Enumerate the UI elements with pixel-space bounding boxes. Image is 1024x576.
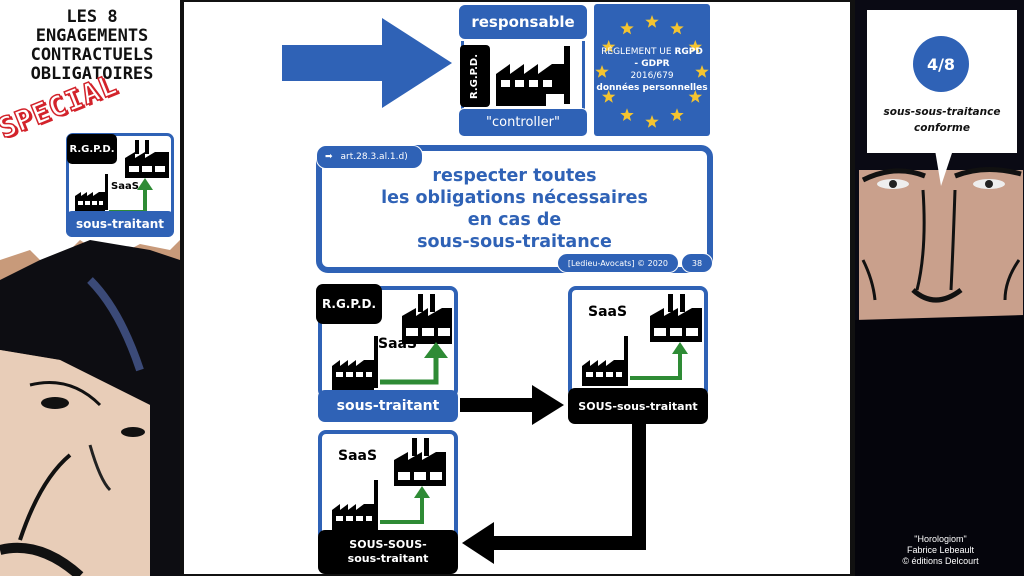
responsable-card: R.G.P.D. responsable "controller" [458,4,588,137]
factory-icon [496,46,570,106]
eu-star-icon [670,108,684,121]
eu-stars-icon [595,15,709,128]
sous-sous-traitant-label: SOUS-sous-traitant [568,388,708,424]
factory-saas-icon [582,294,702,386]
copyright-footer: [Ledieu-Avocats] © 2020 [556,253,679,273]
factory-saas-icon [332,438,446,530]
eu-star-icon [695,65,709,78]
arrow-right-icon: ➡ [325,152,333,162]
right-comic-panel: 4/8 sous-sous-traitance conforme "Horolo… [853,0,1024,576]
step-badge: 4/8 [913,36,969,92]
comic-character-illustration [0,240,180,576]
bubble-text: sous-sous-traitance conforme [883,106,1001,134]
page-number: 38 [681,253,713,273]
sous-sous-traitant-node: SaaS SOUS-sous-traitant [568,286,708,424]
left-comic-panel: LES 8 ENGAGEMENTS CONTRACTUELS OBLIGATOI… [0,0,183,576]
responsable-title: responsable [458,4,588,40]
arrow-right-icon [282,18,452,108]
sous-traitant-mini-card: R.G.P.D. SaaS sous-traitant [66,133,174,237]
eu-star-icon [602,90,616,103]
article-reference: ➡ art.28.3.al.1.d) [316,145,423,169]
eu-star-icon [645,15,659,28]
eu-star-icon [688,90,702,103]
series-title: LES 8 ENGAGEMENTS CONTRACTUELS OBLIGATOI… [30,7,154,84]
flow-arrows [460,385,646,564]
obligation-text: respecter toutes les obligations nécessa… [381,166,648,252]
sous-sous-sous-traitant-node: SaaS SOUS-SOUS- sous-traitant [318,430,458,574]
credits: "Horologiom" Fabrice Lebeault © éditions… [902,534,979,566]
eu-star-icon [602,40,616,53]
saas-label: SaaS [111,181,139,192]
rgpd-badge: R.G.P.D. [67,134,117,164]
eu-star-icon [645,115,659,128]
factory-saas-icon [75,140,169,216]
controller-label: "controller" [458,108,588,137]
arrow-return-icon [462,422,646,564]
saas-label: SaaS [378,336,418,352]
rgpd-badge: R.G.P.D. [316,284,382,324]
eu-star-icon [595,65,609,78]
factory-saas-icon [332,294,452,390]
saas-label: SaaS [338,448,378,464]
comic-character-illustration [855,150,1024,576]
eu-star-icon [620,21,634,35]
sous-traitant-node: R.G.P.D. SaaS sous-traitant [316,284,458,422]
obligation-box: ➡ art.28.3.al.1.d) respecter toutes les … [316,145,713,273]
sous-traitant-label: sous-traitant [66,211,174,237]
eu-star-icon [670,21,684,35]
arrow-right-icon [460,385,564,425]
speech-bubble-tail [935,150,953,186]
slide: R.G.P.D. responsable "controller" RÈGLEM… [184,2,850,574]
eu-star-icon [620,108,634,121]
sous-sous-sous-traitant-label: SOUS-SOUS- sous-traitant [318,530,458,574]
eu-regulation-card: RÈGLEMENT UE RGPD - GDPR 2016/679 donnée… [594,4,710,136]
sous-traitant-label: sous-traitant [318,390,458,422]
eu-star-icon [688,40,702,53]
saas-label: SaaS [588,304,628,320]
rgpd-badge: R.G.P.D. [460,45,490,107]
